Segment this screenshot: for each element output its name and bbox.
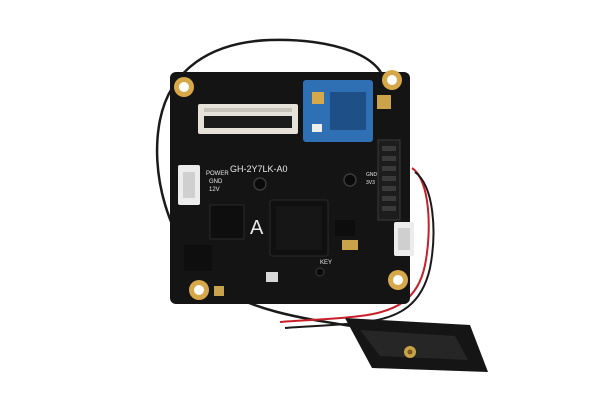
ir-led-right [343,173,357,187]
power-jst-connector [178,165,200,205]
silk-model-label: GH-2Y7LK-A0 [230,164,288,174]
silk-variant-label: A [250,217,264,239]
wifi-module-pad [312,92,324,104]
gold-component [342,240,358,250]
antenna-connector-center [407,349,413,355]
edge-pin-pads [377,139,401,221]
ir-led-left [253,177,267,191]
bottom-left-chip [184,245,212,271]
fpc-connector-latch [204,108,292,112]
mounting-hole-bottom-left [189,280,209,300]
small-ic [335,220,355,236]
power-ic-chip [209,204,245,240]
antenna-tape-sheen [360,330,468,360]
silk-power-label: POWER [206,171,229,177]
silk-gnd-label: GND [209,179,223,185]
power-wire-black [284,171,435,329]
bottom-connector [266,272,278,282]
wire-jst-connector [394,222,414,256]
wifi-module-shield [330,92,366,130]
silk-pin-label-gnd: GND [366,172,378,178]
silk-pin-label-3v3: 3V3 [366,180,375,186]
board-antenna-connector [377,95,391,109]
mounting-hole-top-right [382,70,402,90]
silk-12v-label: 12V [209,187,220,193]
bottom-test-point [315,267,325,277]
bottom-left-pad [214,286,224,296]
main-soc-die [276,206,322,250]
silk-key-label: KEY [320,260,332,266]
mounting-hole-bottom-right [388,270,408,290]
wifi-module-component [312,124,322,132]
mounting-hole-top-left [174,77,194,97]
fpc-connector-slot [204,116,292,128]
